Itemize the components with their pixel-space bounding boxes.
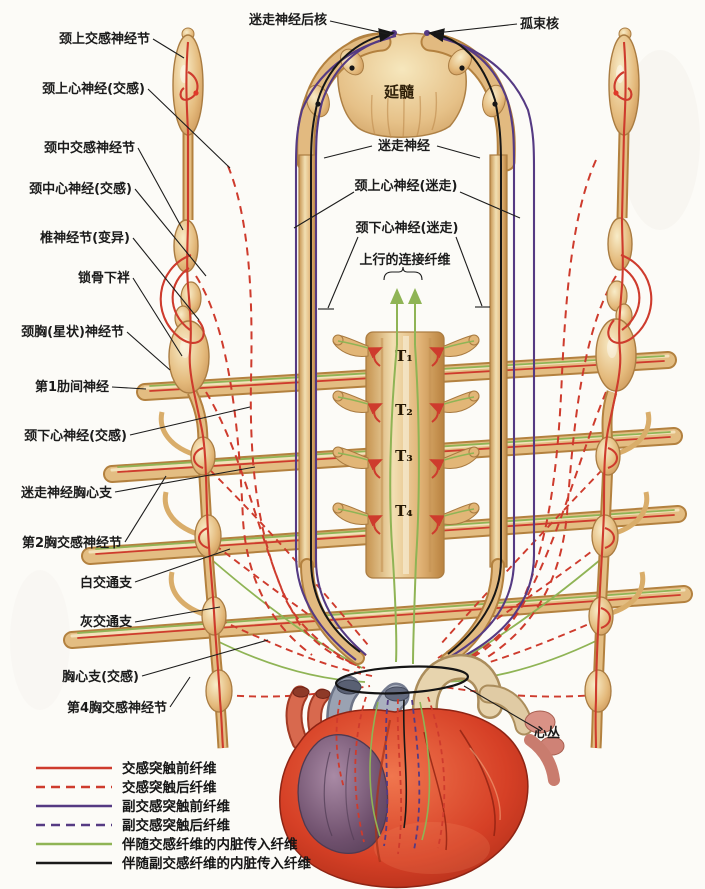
label-thoracic-cardiac-branch-vagus: 迷走神经胸心支 bbox=[20, 485, 113, 501]
legend-label: 副交感突触后纤维 bbox=[122, 817, 230, 834]
vertebra-label-t3: T₃ bbox=[395, 447, 413, 465]
spinal-cord-column: T₁ T₂ T₃ T₄ bbox=[332, 331, 480, 579]
label-solitary-nucleus: 孤束核 bbox=[520, 16, 559, 32]
ascending-connecting-fibers bbox=[389, 288, 422, 665]
vagal-fibers bbox=[294, 28, 536, 663]
label-dorsal-vagal-nucleus: 迷走神经后核 bbox=[248, 12, 327, 28]
paper-blotch bbox=[620, 50, 700, 230]
legend-item-afferent-sympathetic: 伴随交感纤维的内脏传入纤维 bbox=[36, 836, 298, 853]
leader-lines bbox=[111, 20, 542, 732]
sympathetic-chain-fibers bbox=[159, 41, 653, 749]
legend-item-parasympathetic-pre: 副交感突触前纤维 bbox=[36, 798, 230, 815]
label-fourth-thoracic-ganglion: 第4胸交感神经节 bbox=[67, 700, 167, 716]
sympathetic-cardiac-nerves bbox=[195, 159, 617, 669]
label-ansa-subclavia: 锁骨下袢 bbox=[78, 270, 130, 286]
paper-blotch bbox=[10, 570, 70, 710]
legend-label: 交感突触前纤维 bbox=[122, 760, 217, 777]
vagus-nerve-trunks bbox=[296, 32, 516, 667]
label-inferior-cardiac-nerve-sympathetic: 颈下心神经(交感) bbox=[24, 428, 127, 444]
legend-label: 伴随副交感纤维的内脏传入纤维 bbox=[121, 855, 311, 872]
label-vertebral-ganglion: 椎神经节(变异) bbox=[39, 230, 130, 246]
vertebra-label-t1: T₁ bbox=[395, 347, 413, 365]
legend-item-afferent-parasympathetic: 伴随副交感纤维的内脏传入纤维 bbox=[36, 855, 311, 872]
legend-item-sympathetic-post: 交感突触后纤维 bbox=[36, 779, 217, 796]
label-thoracic-cardiac-branch-sympathetic: 胸心支(交感) bbox=[62, 669, 139, 685]
heart-illustration bbox=[279, 653, 565, 889]
label-inferior-cardiac-nerve-vagal: 颈下心神经(迷走) bbox=[356, 220, 459, 236]
label-ascending-connecting-fibers: 上行的连接纤维 bbox=[359, 252, 450, 268]
label-cardiac-plexus: 心丛 bbox=[534, 725, 560, 741]
label-stellate-ganglion: 颈胸(星状)神经节 bbox=[21, 324, 124, 340]
legend-label: 伴随交感纤维的内脏传入纤维 bbox=[121, 836, 298, 853]
label-middle-cardiac-nerve-sympathetic: 颈中心神经(交感) bbox=[29, 181, 132, 197]
labels: 迷走神经后核 孤束核 延髓 颈上交感神经节 颈上心神经(交感) 颈中交感神经节 … bbox=[20, 12, 560, 741]
legend-label: 副交感突触前纤维 bbox=[122, 798, 230, 815]
label-white-ramus: 白交通支 bbox=[80, 575, 133, 591]
label-superior-cervical-ganglion: 颈上交感神经节 bbox=[59, 31, 150, 47]
label-superior-cardiac-nerve-vagal: 颈上心神经(迷走) bbox=[355, 178, 458, 194]
label-middle-cervical-ganglion: 颈中交感神经节 bbox=[44, 140, 135, 156]
label-gray-ramus: 灰交通支 bbox=[80, 614, 133, 630]
legend-label: 交感突触后纤维 bbox=[122, 779, 217, 796]
legend: 交感突触前纤维 交感突触后纤维 副交感突触前纤维 副交感突触后纤维 伴随交感纤维… bbox=[36, 760, 311, 872]
label-first-intercostal-nerve: 第1肋间神经 bbox=[35, 379, 109, 395]
heart-surface-fibers bbox=[335, 696, 446, 855]
label-vagus-nerve: 迷走神经 bbox=[377, 138, 430, 154]
vertebra-label-t4: T₄ bbox=[395, 502, 413, 520]
vertebra-label-t2: T₂ bbox=[395, 401, 413, 419]
legend-item-parasympathetic-post: 副交感突触后纤维 bbox=[36, 817, 230, 834]
label-medulla: 延髓 bbox=[383, 83, 415, 101]
label-second-thoracic-ganglion: 第2胸交感神经节 bbox=[22, 535, 122, 551]
label-superior-cardiac-nerve-sympathetic: 颈上心神经(交感) bbox=[42, 81, 145, 97]
legend-item-sympathetic-pre: 交感突触前纤维 bbox=[36, 760, 217, 777]
cardiac-plexus-ring bbox=[334, 665, 470, 695]
